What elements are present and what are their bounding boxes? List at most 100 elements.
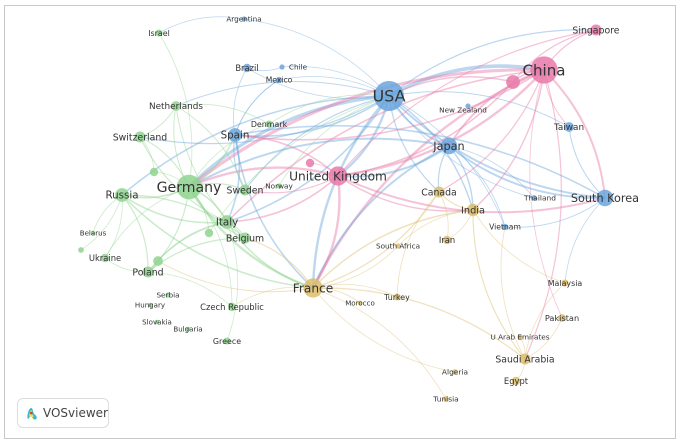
node-bulgaria[interactable] bbox=[185, 326, 191, 332]
node-label-malaysia[interactable]: Malaysia bbox=[548, 279, 583, 288]
node-label-singapore[interactable]: Singapore bbox=[572, 25, 619, 36]
node-green5[interactable] bbox=[153, 256, 163, 266]
node-label-vietnam[interactable]: Vietnam bbox=[489, 223, 521, 232]
node-argentina[interactable] bbox=[241, 16, 247, 22]
node-belgium[interactable] bbox=[239, 232, 251, 244]
node-label-china[interactable]: China bbox=[523, 61, 566, 79]
node-brazil[interactable] bbox=[242, 63, 252, 73]
node-label-brazil[interactable]: Brazil bbox=[235, 63, 258, 73]
node-label-argentina[interactable]: Argentina bbox=[226, 15, 261, 24]
node-label-u-arab-emirates[interactable]: U Arab Emirates bbox=[490, 333, 549, 342]
node-label-united-kingdom[interactable]: United Kingdom bbox=[289, 169, 387, 183]
node-algeria[interactable] bbox=[452, 369, 458, 375]
node-thailand[interactable] bbox=[531, 195, 537, 201]
node-green4[interactable] bbox=[78, 247, 84, 253]
node-taiwan[interactable] bbox=[564, 122, 574, 132]
node-label-germany[interactable]: Germany bbox=[157, 180, 222, 196]
node-label-thailand[interactable]: Thailand bbox=[523, 194, 556, 203]
node-slovakia[interactable] bbox=[154, 319, 160, 325]
node-sweden[interactable] bbox=[239, 184, 251, 196]
node-green3[interactable] bbox=[204, 228, 214, 238]
node-label-italy[interactable]: Italy bbox=[216, 217, 238, 229]
node-russia[interactable] bbox=[115, 188, 129, 202]
node-label-sweden[interactable]: Sweden bbox=[227, 185, 264, 196]
node-label-turkey[interactable]: Turkey bbox=[383, 293, 410, 302]
node-chile[interactable] bbox=[279, 64, 285, 70]
node-label-hungary[interactable]: Hungary bbox=[135, 300, 165, 309]
node-label-canada[interactable]: Canada bbox=[421, 187, 457, 198]
node-malaysia[interactable] bbox=[561, 279, 569, 287]
node-label-poland[interactable]: Poland bbox=[132, 267, 163, 278]
node-south-africa[interactable] bbox=[395, 243, 401, 249]
node-serbia[interactable] bbox=[165, 292, 171, 298]
node-label-pakistan[interactable]: Pakistan bbox=[545, 313, 579, 323]
node-label-india[interactable]: India bbox=[461, 205, 485, 216]
node-label-switzerland[interactable]: Switzerland bbox=[113, 132, 168, 143]
node-germany[interactable] bbox=[176, 174, 202, 200]
node-label-belarus[interactable]: Belarus bbox=[80, 228, 107, 237]
node-israel[interactable] bbox=[155, 29, 163, 37]
node-label-saudi-arabia[interactable]: Saudi Arabia bbox=[495, 354, 554, 365]
node-saudi-arabia[interactable] bbox=[519, 353, 531, 365]
node-label-taiwan[interactable]: Taiwan bbox=[553, 123, 584, 133]
node-label-greece[interactable]: Greece bbox=[213, 337, 241, 346]
node-label-south-korea[interactable]: South Korea bbox=[571, 192, 639, 205]
node-greece[interactable] bbox=[223, 337, 231, 345]
node-new-zealand[interactable] bbox=[465, 103, 471, 109]
node-pakistan[interactable] bbox=[558, 314, 566, 322]
node-vietnam[interactable] bbox=[501, 223, 509, 231]
node-label-netherlands[interactable]: Netherlands bbox=[149, 102, 203, 112]
node-label-bulgaria[interactable]: Bulgaria bbox=[173, 324, 202, 333]
node-label-algeria[interactable]: Algeria bbox=[442, 368, 468, 377]
node-label-morocco[interactable]: Morocco bbox=[345, 298, 375, 307]
node-india[interactable] bbox=[466, 203, 480, 217]
node-spain[interactable] bbox=[228, 128, 242, 142]
node-label-russia[interactable]: Russia bbox=[105, 190, 138, 202]
node-ukraine[interactable] bbox=[100, 253, 110, 263]
node-turkey[interactable] bbox=[393, 293, 401, 301]
node-iran[interactable] bbox=[442, 235, 452, 245]
node-label-czech-republic[interactable]: Czech Republic bbox=[200, 302, 264, 312]
node-label-japan[interactable]: Japan bbox=[432, 140, 464, 153]
node-france[interactable] bbox=[303, 278, 323, 298]
node-united-kingdom[interactable] bbox=[328, 166, 348, 186]
node-mexico[interactable] bbox=[275, 76, 283, 84]
node-label-slovakia[interactable]: Slovakia bbox=[142, 317, 172, 326]
node-usa[interactable] bbox=[374, 81, 404, 111]
node-netherlands[interactable] bbox=[171, 101, 181, 111]
node-china[interactable] bbox=[530, 56, 558, 84]
node-label-south-africa[interactable]: South Africa bbox=[376, 242, 420, 251]
node-label-denmark[interactable]: Denmark bbox=[251, 120, 288, 129]
node-label-chile[interactable]: Chile bbox=[289, 63, 308, 72]
node-pink2[interactable] bbox=[506, 75, 520, 89]
node-japan[interactable] bbox=[440, 137, 458, 155]
node-label-new-zealand[interactable]: New Zealand bbox=[439, 106, 487, 115]
node-morocco[interactable] bbox=[357, 300, 363, 306]
node-label-belgium[interactable]: Belgium bbox=[226, 233, 264, 244]
node-hungary[interactable] bbox=[147, 302, 153, 308]
node-green2[interactable] bbox=[149, 167, 159, 177]
node-egypt[interactable] bbox=[511, 376, 521, 386]
vosviewer-logo[interactable]: VOSviewer bbox=[17, 398, 109, 428]
node-canada[interactable] bbox=[433, 186, 445, 198]
node-label-tunisia[interactable]: Tunisia bbox=[432, 395, 458, 404]
node-poland[interactable] bbox=[142, 266, 154, 278]
node-label-israel[interactable]: Israel bbox=[148, 29, 170, 38]
node-label-ukraine[interactable]: Ukraine bbox=[89, 253, 121, 263]
node-label-usa[interactable]: USA bbox=[372, 87, 405, 106]
node-u-arab-emirates[interactable] bbox=[517, 334, 523, 340]
node-label-egypt[interactable]: Egypt bbox=[504, 376, 529, 386]
node-denmark[interactable] bbox=[265, 120, 273, 128]
node-label-iran[interactable]: Iran bbox=[439, 235, 455, 245]
node-label-france[interactable]: France bbox=[293, 281, 334, 295]
node-italy[interactable] bbox=[220, 215, 234, 229]
node-label-spain[interactable]: Spain bbox=[221, 130, 250, 142]
node-belarus[interactable] bbox=[90, 230, 96, 236]
node-pink3[interactable] bbox=[305, 158, 315, 168]
node-switzerland[interactable] bbox=[134, 131, 146, 143]
node-singapore[interactable] bbox=[590, 24, 602, 36]
node-czech-republic[interactable] bbox=[227, 302, 237, 312]
node-label-serbia[interactable]: Serbia bbox=[156, 291, 179, 300]
node-south-korea[interactable] bbox=[596, 189, 614, 207]
